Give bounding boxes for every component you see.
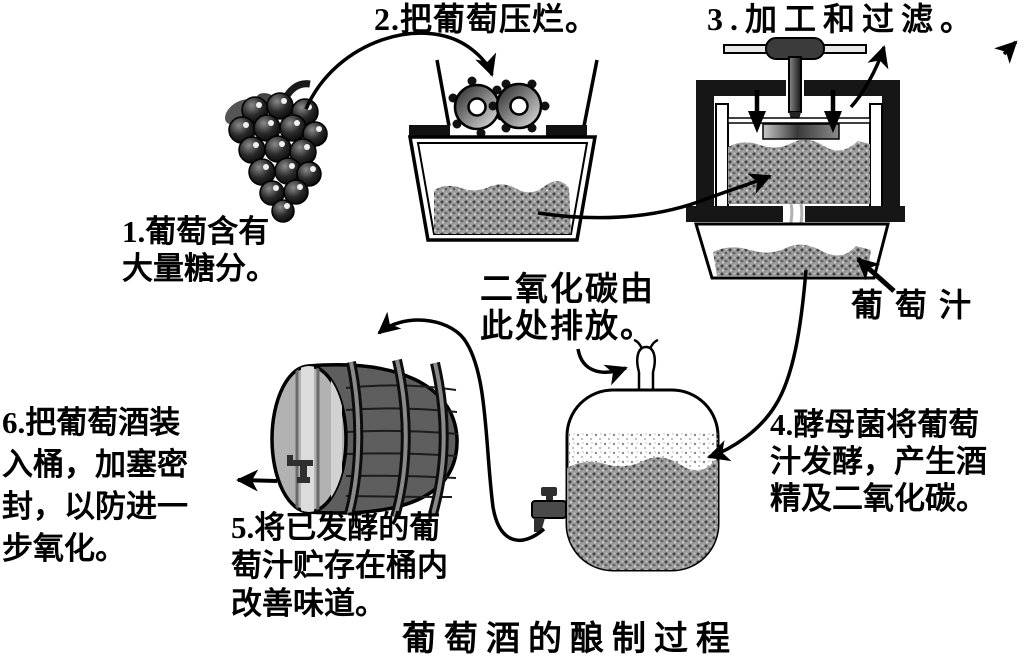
- press-down-arrow-left: [748, 90, 766, 133]
- step-2-label: 2.把葡萄压烂。: [374, 1, 599, 37]
- step-4-label: 4.酵母菌将葡萄 汁发酵，产生酒 精及二氧化碳。: [770, 407, 987, 516]
- barrel-illustration: [270, 358, 459, 519]
- tub-right-ledge: [546, 125, 587, 138]
- barrel-tap: [287, 455, 313, 483]
- press-frame-bottom-left: [686, 206, 783, 222]
- press-down-arrow-right: [824, 90, 842, 133]
- press-frame-top-left: [696, 80, 786, 96]
- step-5-label: 5.将已发酵的葡 萄汁贮存在桶内 改善味道。: [231, 510, 448, 621]
- press-mash: [728, 139, 870, 204]
- grape-berries: [228, 92, 328, 223]
- fermenter-tap: [531, 487, 567, 532]
- step-1-label: 1.葡萄含有 大量糖分。: [122, 214, 277, 286]
- arrow-grape-juice-pointer: [856, 257, 896, 293]
- press-handle-hub: [765, 37, 825, 60]
- diagram-title: 葡萄酒的酿制过程: [402, 621, 738, 658]
- step-3-label: 3.加工和过滤。: [707, 1, 980, 37]
- press-frame-left-post: [696, 80, 714, 222]
- crushed-grape-mash: [434, 180, 571, 234]
- press-cage-rim: [727, 117, 871, 124]
- arrow-co2-pointer: [576, 348, 628, 386]
- press-illustration: [686, 37, 905, 280]
- hopper-left-wall: [435, 59, 451, 127]
- arrow-fermenter-to-barrel: [377, 311, 546, 543]
- barrel-face-planks: [295, 366, 342, 512]
- hopper-right-wall: [582, 59, 599, 127]
- fermenter-illustration: [531, 338, 720, 572]
- press-frame-top-right: [804, 80, 900, 96]
- tub-left-ledge: [409, 125, 450, 138]
- press-cage-right-rod: [869, 103, 883, 209]
- arrow-press-to-fermenter: [707, 269, 808, 462]
- crusher-roller-right: [488, 79, 550, 133]
- grapes-illustration: [224, 80, 328, 223]
- press-frame-bottom-right: [805, 206, 905, 222]
- arrow-top-right-clipped: [994, 40, 1018, 64]
- basin-grape-juice: [713, 244, 871, 276]
- arrow-crusher-to-press: [537, 173, 772, 220]
- crusher-illustration: [407, 59, 599, 242]
- press-frame-right-post: [882, 80, 900, 222]
- arrow-grapes-to-crusher: [304, 31, 497, 110]
- arrow-press-to-step3-label: [849, 45, 889, 109]
- co2-label: 二氧化碳由 此处排放。: [480, 272, 655, 345]
- press-screw: [788, 56, 802, 113]
- fermenting-juice: [567, 457, 718, 570]
- barrel-hoops: [344, 358, 449, 519]
- arrow-barrel-to-step6-label: [236, 469, 278, 492]
- airlock-icon: [633, 338, 659, 391]
- press-plate: [762, 123, 840, 140]
- grape-juice-label: 葡萄汁: [851, 287, 984, 323]
- step-6-label: 6.把葡萄酒装 入桶，加塞密 封，以防进一 步氧化。: [2, 405, 188, 566]
